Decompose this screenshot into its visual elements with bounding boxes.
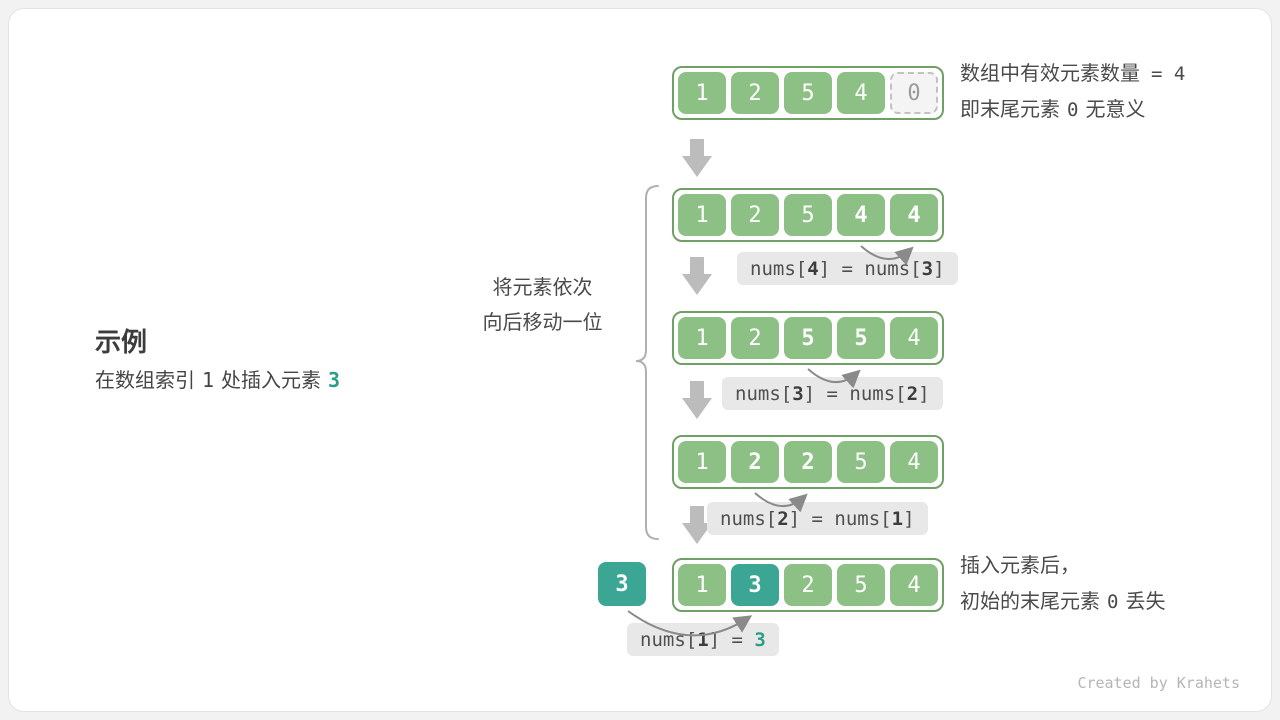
array-cell: 2 [784,564,832,606]
note-text: 插入元素后， [960,555,1080,577]
label-index: 1 [697,628,709,651]
label-index: 2 [777,507,789,530]
bracket-label: 将元素依次 向后移动一位 [455,271,630,341]
example-text: 在数组索引 [95,370,195,392]
array-cell: 1 [678,72,726,114]
array-cell: 2 [731,72,779,114]
label-text: nums[ [735,382,793,405]
label-text: ] [918,382,930,405]
down-arrow-icon [682,257,712,295]
array-cell: 1 [678,317,726,359]
array-cell-moved: 4 [837,194,885,236]
array-cell: 4 [890,441,938,483]
label-text: ] = nums[ [818,257,922,280]
example-index: 1 [202,368,215,392]
example-title: 示例 [95,327,148,357]
down-arrow-icon [682,139,712,177]
down-arrow-icon [682,506,712,544]
label-index: 3 [792,382,804,405]
note-tail-meaningless: 即末尾元素 0 无意义 [960,93,1145,122]
label-text: ] = [708,628,755,651]
label-text: ] = nums[ [803,382,907,405]
array-cell: 1 [678,194,726,236]
array-row-move-1: 1 2 5 4 4 [672,188,944,242]
label-index: 3 [921,257,934,280]
insert-label: nums[1] = 3 [627,623,779,656]
label-text: nums[ [720,507,778,530]
bracket-label-line: 向后移动一位 [482,312,603,334]
note-tail-lost: 初始的末尾元素 0 丢失 [960,585,1165,614]
note-value: 0 [1067,99,1079,121]
note-text: 初始的末尾元素 [960,591,1100,613]
move-label-3: nums[2] = nums[1] [707,502,928,535]
group-bracket [635,185,659,540]
note-value: = 4 [1151,63,1186,85]
down-arrow-icon [682,381,712,419]
label-value: 3 [754,628,766,651]
label-text: ] = nums[ [788,507,892,530]
array-cell-inserted: 3 [731,564,779,606]
note-valid-count: 数组中有效元素数量 = 4 [960,57,1185,86]
bracket-label-line: 将元素依次 [492,277,593,299]
note-text: 无意义 [1085,99,1146,121]
array-cell: 5 [784,194,832,236]
array-cell: 2 [731,317,779,359]
array-cell-moved: 4 [890,194,938,236]
label-text: nums[ [750,257,808,280]
array-row-move-3: 1 2 2 5 4 [672,435,944,489]
label-text: ] [933,257,945,280]
label-text: nums[ [640,628,698,651]
footer-credit: Created by Krahets [1077,674,1240,692]
array-cell: 5 [837,441,885,483]
note-after-insert: 插入元素后， [960,549,1080,578]
array-cell: 1 [678,564,726,606]
example-text: 处插入元素 [221,370,322,392]
array-cell-invalid: 0 [890,72,938,114]
note-text: 丢失 [1125,591,1166,613]
array-cell: 1 [678,441,726,483]
array-cell: 5 [784,72,832,114]
example-insert-value: 3 [328,368,341,392]
array-cell: 4 [890,564,938,606]
array-cell-moved: 2 [784,441,832,483]
label-index: 1 [891,507,904,530]
note-text: 即末尾元素 [960,99,1060,121]
example-description: 在数组索引 1 处插入元素 3 [95,364,347,393]
label-text: ] [903,507,915,530]
array-row-final: 1 3 2 5 4 [672,558,944,612]
array-cell-moved: 2 [731,441,779,483]
array-cell: 2 [731,194,779,236]
array-cell: 4 [837,72,885,114]
insert-element-cell: 3 [598,562,646,606]
move-label-1: nums[4] = nums[3] [737,252,958,285]
label-index: 2 [906,382,919,405]
array-cell-moved: 5 [784,317,832,359]
move-label-2: nums[3] = nums[2] [722,377,943,410]
label-index: 4 [807,257,819,280]
note-text: 数组中有效元素数量 [960,63,1140,85]
array-row-move-2: 1 2 5 5 4 [672,311,944,365]
array-cell-moved: 5 [837,317,885,359]
array-cell: 5 [837,564,885,606]
array-row-initial: 1 2 5 4 0 [672,66,944,120]
array-cell: 4 [890,317,938,359]
note-value: 0 [1107,591,1119,613]
